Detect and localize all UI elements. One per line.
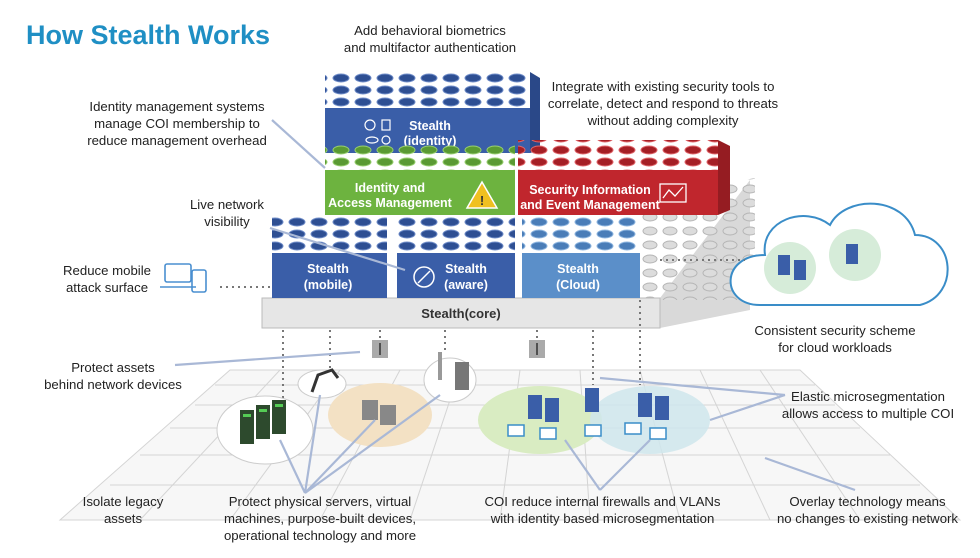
mobile-label-1: Stealth: [307, 262, 349, 276]
coi-zone-blue: [590, 386, 710, 454]
page-title: How Stealth Works: [26, 20, 271, 50]
stealth-cloud-block: Stealth (Cloud): [522, 215, 640, 298]
router-icon: [372, 340, 545, 358]
compass-icon: [413, 266, 435, 288]
medical-device-icon: [423, 352, 477, 403]
aware-label-1: Stealth: [445, 262, 487, 276]
svg-text:!: !: [480, 193, 484, 208]
mobile-label-2: (mobile): [304, 278, 353, 292]
aware-label-2: (aware): [444, 278, 488, 292]
siem-label-1: Security Information: [529, 183, 651, 197]
siem-block: Security Information and Event Managemen…: [518, 140, 730, 215]
iam-label-2: Access Management: [328, 196, 453, 210]
mobile-device-icon: [160, 263, 207, 293]
workstation-icon: [507, 422, 667, 440]
stealth-mobile-block: Stealth (mobile): [272, 215, 387, 298]
warning-icon: !: [465, 180, 499, 209]
iam-label-1: Identity and: [355, 181, 425, 195]
siem-label-2: and Event Management: [520, 198, 660, 212]
server-rack-icon: [240, 400, 286, 444]
stealth-identity-block: Stealth (identity): [325, 72, 540, 153]
virtual-server-icon: [362, 388, 669, 425]
identity-label-1: Stealth: [409, 119, 451, 133]
callout-lines: [174, 119, 856, 494]
iam-block: Identity and Access Management !: [325, 143, 515, 215]
robot-arm-icon: [297, 368, 347, 399]
callout-integrate: Integrate with existing security tools t…: [547, 79, 779, 128]
cloud-block-label-1: Stealth: [557, 262, 599, 276]
stealth-aware-block: Stealth (aware): [397, 215, 515, 298]
core-label: Stealth(core): [421, 306, 500, 321]
coi-zone-green: [478, 386, 602, 454]
monitor-chart-icon: [659, 183, 687, 203]
cloud-block-label-2: (Cloud): [556, 278, 600, 292]
cloud-icon: [729, 202, 949, 306]
